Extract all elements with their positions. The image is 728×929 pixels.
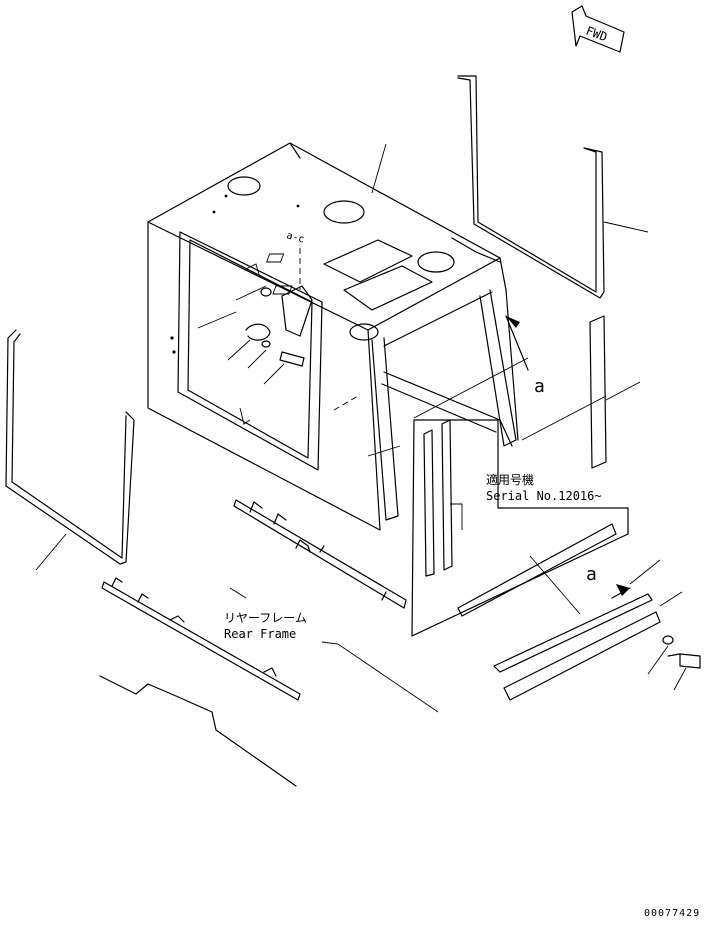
serial-number: Serial No.12016~ xyxy=(486,489,602,503)
bracket-mark: a-c xyxy=(285,230,305,245)
fwd-arrow-icon: FWD xyxy=(571,5,625,53)
drawing-number: 00077429 xyxy=(644,908,700,919)
serial-jp: 適用号機 xyxy=(486,472,534,487)
view-letter-lower: a xyxy=(586,564,597,585)
leader-lines-frame xyxy=(197,143,401,457)
cab-frame xyxy=(147,142,519,531)
fasteners-inner: a-c xyxy=(245,230,306,367)
rear-frame-rails: リヤーフレーム Rear Frame xyxy=(99,499,439,787)
side-seal-strip xyxy=(521,315,641,469)
lower-seal-strips: a xyxy=(493,559,683,701)
bolt-assembly xyxy=(647,635,701,691)
rear-frame-jp: リヤーフレーム xyxy=(224,611,307,625)
fwd-label: FWD xyxy=(584,24,609,45)
view-arrow-upper: a xyxy=(505,315,545,397)
view-letter-upper: a xyxy=(534,376,545,397)
rear-frame-en: Rear Frame xyxy=(224,627,296,641)
left-seal-strip xyxy=(5,329,135,571)
serial-detail-box: 適用号機 Serial No.12016~ xyxy=(411,357,629,637)
upper-seal-strip xyxy=(457,75,649,299)
